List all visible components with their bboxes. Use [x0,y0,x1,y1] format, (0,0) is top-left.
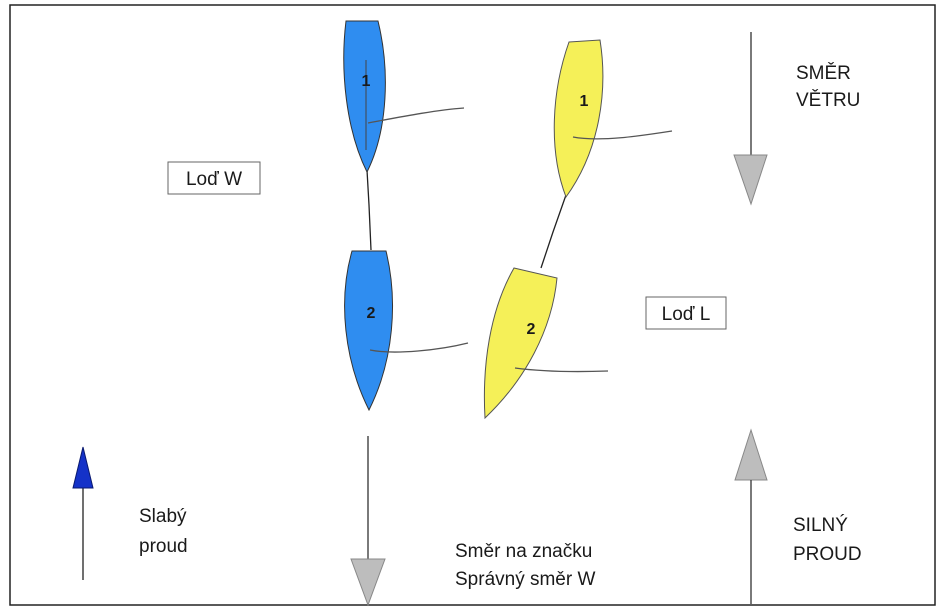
weak-current-label-line2: proud [139,536,188,557]
wind-direction-label-line1: SMĚR [796,62,851,84]
boat-w-position-2: 2 [344,250,469,412]
boat-w-track-line [366,169,372,251]
boat-w2-boom-line [369,342,469,353]
diagram-frame [9,4,936,606]
course-to-mark-arrow [350,436,386,607]
course-note-line1: Směr na značku [455,541,592,562]
boat-w-label: Loď W [186,169,242,190]
boat-l-position-1: 1 [553,39,673,199]
boat-w-position-1: 1 [343,20,465,174]
boat-l-position-2: 2 [483,267,609,420]
boat-w2-number: 2 [367,305,376,322]
boat-w1-number: 1 [362,73,371,90]
boat-l-label: Loď L [662,304,711,325]
strong-current-arrow-head [734,428,768,481]
strong-current-label-line2: PROUD [793,544,862,565]
course-arrow-head [350,558,386,607]
boat-l2-number: 2 [527,321,536,338]
strong-current-arrow [734,428,768,604]
wind-direction-label-line2: VĚTRU [796,89,860,111]
wind-arrow-head [733,154,768,206]
boat-l2-boom-line [514,367,609,373]
weak-current-arrow [72,446,94,580]
weak-current-arrow-head [72,446,94,489]
boat-l-label-box: Loď L [645,296,727,330]
course-note-line2: Správný směr W [455,569,595,590]
boat-l1-number: 1 [580,93,589,110]
weak-current-label-line1: Slabý [139,506,187,527]
boat-w1-boom-line [367,107,465,124]
wind-direction-arrow [733,32,768,206]
boat-l1-boom-line [572,130,673,140]
strong-current-label-line1: SILNÝ [793,515,848,536]
boat-l-track-line [540,194,567,269]
boat-w-label-box: Loď W [167,161,261,195]
